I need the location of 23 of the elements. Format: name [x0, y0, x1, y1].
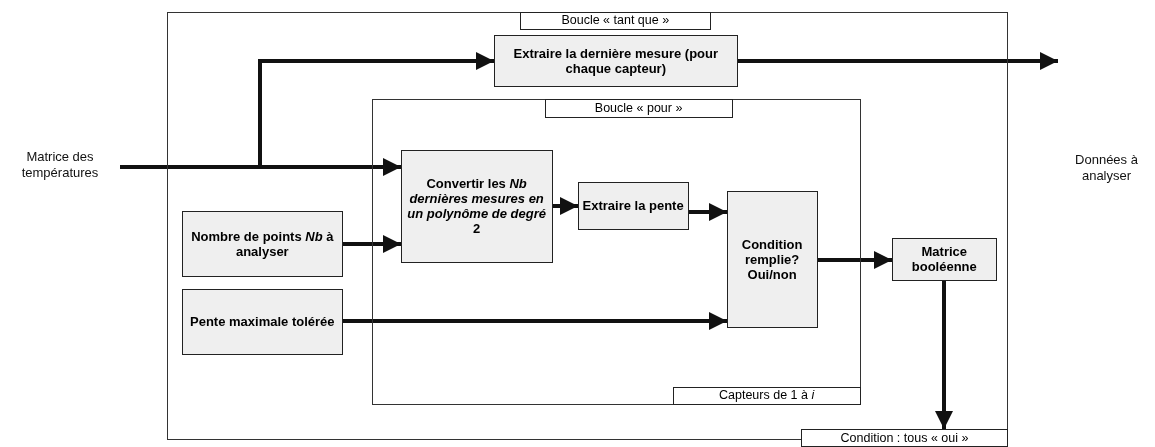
arrow — [120, 158, 401, 176]
process-box: Convertir les Nb dernières mesures en un polynôme de degré 2 — [400, 149, 553, 263]
process-box: Matrice booléenne — [891, 237, 997, 281]
loop-frame — [167, 12, 1008, 440]
process-box: Extraire la dernière mesure (pour chaque capteur) — [493, 34, 738, 87]
process-box: Nombre de points Nb à analyser — [181, 210, 343, 277]
arrow — [553, 197, 578, 215]
arrow — [343, 235, 401, 253]
loop-frame — [371, 98, 861, 405]
arrow — [818, 251, 892, 269]
loop-label: Boucle « tant que » — [519, 11, 711, 30]
arrow — [343, 312, 727, 330]
loop-label: Capteurs de 1 à i — [672, 386, 861, 405]
loop-label: Boucle « pour » — [544, 98, 733, 118]
loop-label: Condition : tous « oui » — [801, 429, 1008, 447]
arrow — [935, 281, 953, 429]
io-label: Matrice des températures — [0, 143, 120, 187]
arrow — [689, 203, 727, 221]
io-label: Données à analyser — [1058, 146, 1155, 190]
arrow — [738, 52, 1058, 70]
process-box: Condition remplie? Oui/non — [726, 190, 818, 328]
process-box: Pente maximale tolérée — [181, 288, 343, 355]
process-box: Extraire la pente — [577, 181, 689, 230]
